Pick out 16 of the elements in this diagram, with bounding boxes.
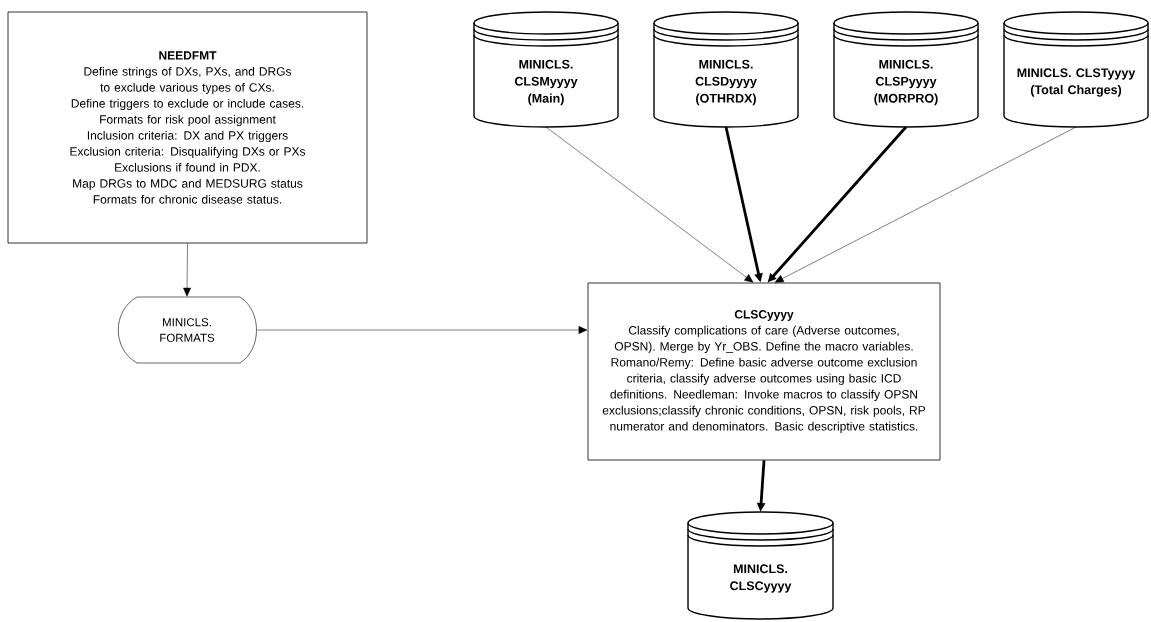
database-cylinder: MINICLS. CLSTyyyy (Total Charges) [1003, 11, 1149, 128]
node-label: MINICLS. CLSMyyyy (Main) [514, 59, 578, 106]
database-cylinder: MINICLS. CLSPyyyy (MORPRO) [833, 11, 979, 128]
database-cylinder: MINICLS. CLSMyyyy (Main) [473, 11, 619, 128]
database-cylinder: MINICLS. CLSCyyyy [687, 511, 834, 620]
process-box: CLSCyyyy Classify complications of care (Adverse outcomes, OPSN). Merge by Yr_OBS. Define the macro variables. Romano/Remy: Define basic adverse outcome exclusion criteria, classify adverse outcomes using basic ICD definitions. Needleman: Invoke macros to classify OPSN exclusions;classify chronic conditions, OPSN, risk pools, RP numerator and denominators. Basic descriptive statistics. [587, 282, 941, 461]
arrow [256, 326, 588, 334]
database-cylinder: MINICLS. CLSDyyyy (OTHRDX) [653, 11, 799, 128]
node-label: MINICLS. CLSCyyyy [730, 564, 792, 593]
arrow [183, 243, 191, 297]
arrow [545, 126, 754, 283]
process-box: NEEDFMT Define strings of DXs, PXs, and DRGs to exclude various types of CXs. Define triggers to exclude or include cases. Formats for risk pool assignment Inclusion criteria: DX and PX triggers Exclusion criteria: Disqualifying DXs or PXs Exclusions if found in PDX. Map DRGs to MDC and MEDSURG status Formats for chronic disease status. [7, 11, 368, 244]
arrow [774, 126, 1077, 283]
node-label: MINICLS. CLSPyyyy (MORPRO) [874, 59, 938, 106]
node-label: MINICLS. CLSTyyyy (Total Charges) [1017, 68, 1136, 97]
node-label: MINICLS. CLSDyyyy (OTHRDX) [695, 59, 757, 106]
